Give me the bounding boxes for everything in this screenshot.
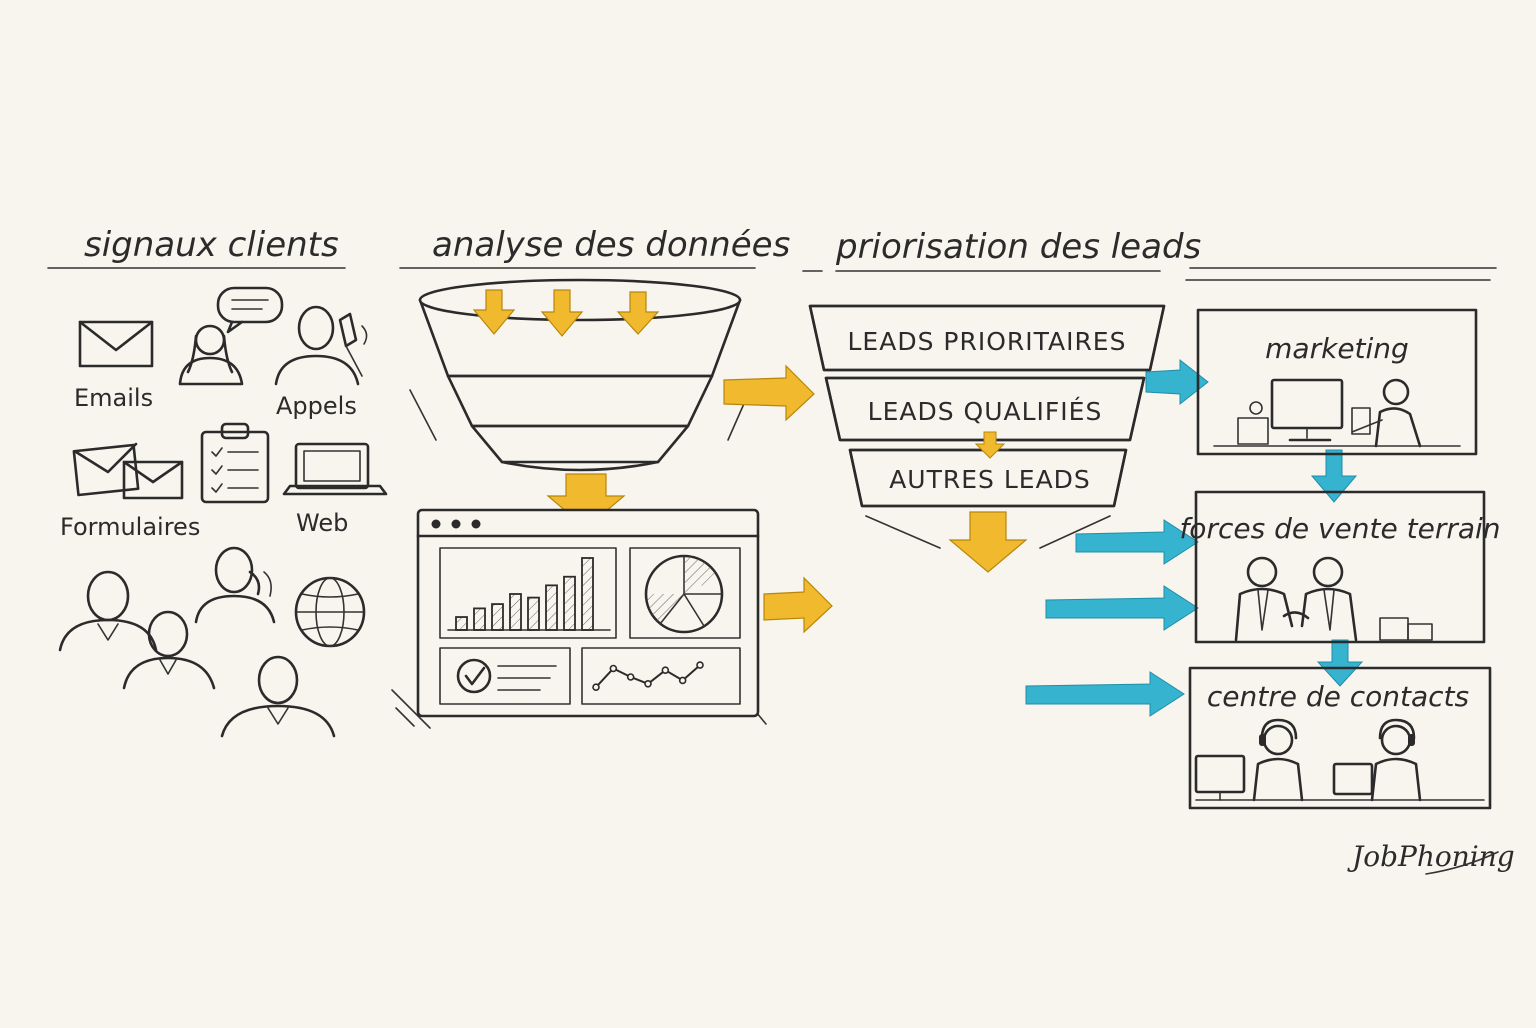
dashboard-line-point [678, 676, 687, 685]
team-field-sales: forces de vente terrain [1179, 490, 1501, 644]
funnel-right-arrow [723, 364, 815, 422]
label-emails: Emails [74, 384, 153, 412]
envelope-icon [78, 320, 154, 368]
dashboard-bar [455, 616, 468, 631]
tier-other-label: AUTRES LEADS [889, 465, 1091, 494]
team-contact-center: centre de contacts [1188, 666, 1492, 810]
section-header-prioritization: priorisation des leads [802, 227, 1201, 272]
tier-priority-label: LEADS PRIORITAIRES [848, 327, 1127, 356]
lead-tiers-funnel: LEADS PRIORITAIRES LEADS QUALIFIÉS AUTRE… [808, 304, 1166, 549]
dashboard-line-point [609, 664, 618, 673]
person-icon [220, 655, 336, 738]
arrow-to-marketing [1145, 358, 1209, 406]
computer-monitor-icon [1194, 754, 1246, 801]
call-agent-icon [1252, 718, 1304, 802]
dashboard-bar [473, 607, 486, 631]
section-header-signals: signaux clients [47, 225, 346, 269]
dashboard-bar [491, 603, 504, 631]
funnel-input-arrows [472, 289, 660, 337]
analytics-dashboard [391, 508, 767, 729]
label-forms: Formulaires [60, 513, 200, 541]
pie-chart-icon [644, 554, 724, 634]
person-chat-icon [178, 324, 244, 386]
arrow-to-field-sales-2 [1045, 585, 1199, 631]
envelopes-icon [72, 442, 184, 500]
dashboard-line-point [696, 661, 704, 669]
brand-logo: JobPhoning [1347, 840, 1515, 875]
team-field-sales-label: forces de vente terrain [1179, 512, 1500, 545]
label-web: Web [296, 509, 348, 537]
tier-down-arrow [948, 511, 1028, 573]
call-agent-icon [1370, 718, 1422, 802]
person-headset-icon [194, 546, 276, 624]
section-header-teams-rule [1185, 267, 1497, 281]
arrow-marketing-to-sales [1310, 449, 1358, 503]
window-dot-icon [451, 519, 461, 529]
dashboard-line-chart [592, 661, 704, 692]
dashboard-line-point [644, 679, 652, 688]
laptop-icon [282, 442, 388, 496]
computer-monitor-icon [1332, 762, 1374, 796]
office-worker-icon [1351, 378, 1422, 448]
person-icon [122, 610, 216, 690]
team-marketing: marketing [1196, 308, 1478, 456]
data-funnel [409, 278, 751, 472]
team-marketing-label: marketing [1265, 332, 1409, 365]
dashboard-bar [545, 584, 558, 631]
tier-small-down-arrow [974, 431, 1006, 459]
dashboard-right-arrow [763, 576, 833, 634]
header-signals-text: signaux clients [84, 225, 339, 265]
desk-phone-icon [1237, 401, 1269, 445]
dashboard-bar [563, 575, 576, 631]
clipboard-checklist-icon [200, 422, 270, 504]
window-dot-icon [471, 519, 481, 529]
section-header-analysis: analyse des données [399, 225, 790, 269]
dashboard-bar [527, 596, 540, 631]
computer-monitor-icon [1270, 378, 1344, 442]
arrow-sales-to-contact [1316, 639, 1364, 687]
header-analysis-text: analyse des données [432, 225, 790, 265]
person-phone-icon [274, 305, 368, 386]
tier-qualified-label: LEADS QUALIFIÉS [868, 397, 1103, 426]
team-contact-center-label: centre de contacts [1207, 680, 1469, 713]
dashboard-bar [509, 593, 522, 631]
dashboard-bar [581, 557, 594, 631]
arrow-to-contact-center [1025, 671, 1185, 717]
dashboard-line-point [661, 666, 670, 675]
checkmark-icon [456, 658, 492, 694]
window-dot-icon [431, 519, 441, 529]
label-calls: Appels [276, 392, 357, 420]
dashboard-line-point [592, 683, 600, 692]
dashboard-line-point [626, 673, 635, 681]
handshake-people-icon [1234, 556, 1433, 642]
dashboard-bar-chart [455, 557, 594, 631]
arrow-to-field-sales [1075, 519, 1199, 565]
speech-bubble-icon [216, 286, 284, 334]
globe-icon [294, 576, 366, 648]
person-icon [58, 570, 158, 652]
header-prioritization-text: priorisation des leads [835, 227, 1201, 267]
